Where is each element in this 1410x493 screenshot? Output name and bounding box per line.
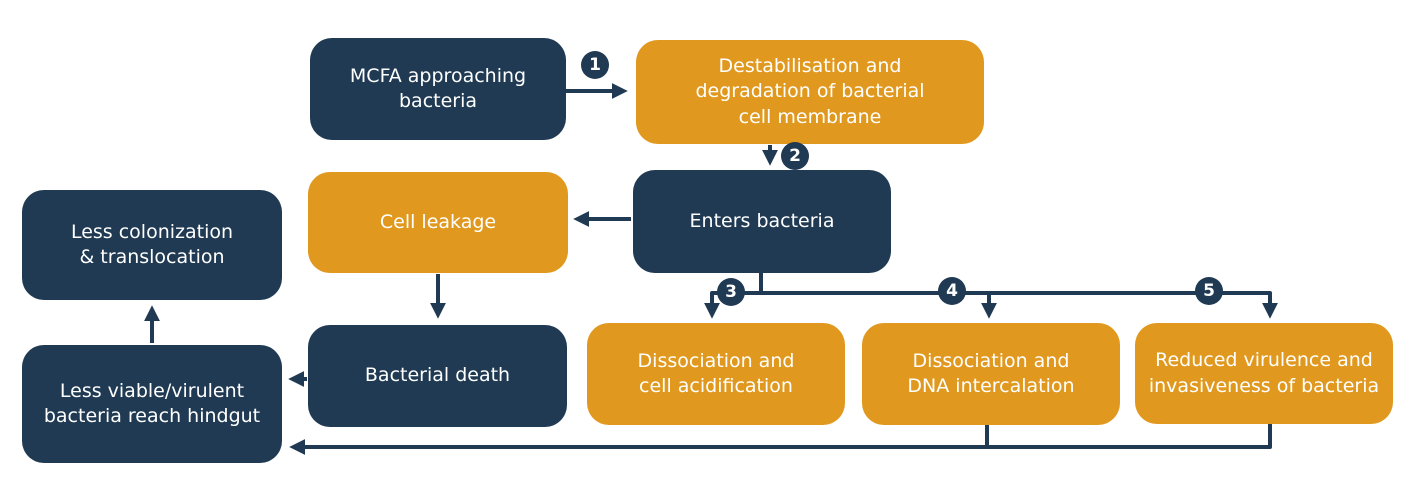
node-cell-leakage: Cell leakage <box>308 172 568 273</box>
node-label: Cell leakage <box>379 210 497 233</box>
step-badge-5: 5 <box>1195 277 1223 305</box>
node-enters-bacteria: Enters bacteria <box>633 170 891 273</box>
node-label: Less viable/virulent bacteria reach hind… <box>43 379 261 427</box>
step-badge-3: 3 <box>717 278 745 306</box>
node-label: Less colonization & translocation <box>70 220 234 268</box>
step-badge-1: 1 <box>581 51 609 79</box>
node-label: Dissociation and cell acidification <box>637 349 795 397</box>
node-label: Dissociation and DNA intercalation <box>907 349 1075 397</box>
node-label: MCFA approaching bacteria <box>349 64 527 112</box>
node-less-viable-bacteria-reach-hindgut: Less viable/virulent bacteria reach hind… <box>22 345 282 463</box>
node-dissociation-cell-acidification: Dissociation and cell acidification <box>587 323 845 425</box>
node-bacterial-death: Bacterial death <box>308 325 567 427</box>
node-label: Bacterial death <box>364 364 511 387</box>
node-label: Enters bacteria <box>689 209 835 232</box>
node-label: Destabilisation and degradation of bacte… <box>695 55 925 128</box>
step-badge-2: 2 <box>781 142 809 170</box>
node-mcfa-approaching-bacteria: MCFA approaching bacteria <box>310 38 566 140</box>
node-less-colonization-translocation: Less colonization & translocation <box>22 190 282 300</box>
collector-arrow-to-less-viable <box>289 424 1272 455</box>
node-dissociation-dna-intercalation: Dissociation and DNA intercalation <box>862 323 1120 425</box>
step-badge-4: 4 <box>938 277 966 305</box>
node-reduced-virulence-invasiveness: Reduced virulence and invasiveness of ba… <box>1135 323 1393 424</box>
node-destabilisation-degradation: Destabilisation and degradation of bacte… <box>636 40 984 144</box>
node-label: Reduced virulence and invasiveness of ba… <box>1148 349 1380 397</box>
